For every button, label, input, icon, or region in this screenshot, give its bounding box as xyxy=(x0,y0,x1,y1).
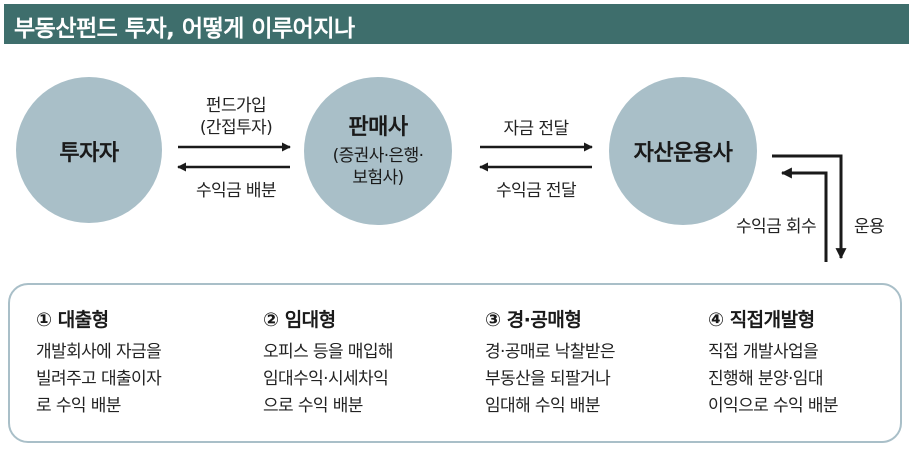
arrow-return-collect xyxy=(780,167,828,262)
flow-label-profit-transfer: 수익금 전달 xyxy=(495,181,577,201)
fund-type-description: 오피스 등을 매입해 임대수익·시세차익 으로 수익 배분 xyxy=(263,339,473,420)
fund-type-line: 개발회사에 자금을 xyxy=(36,342,162,362)
fund-type-auction: ③ 경·공매형 경·공매로 낙찰받은 부동산을 되팔거나 임대해 수익 배분 xyxy=(485,305,695,420)
fund-type-line: 으로 수익 배분 xyxy=(263,396,363,416)
fund-type-heading: ④ 직접개발형 xyxy=(708,309,815,331)
flow-label-fund-transfer: 자금 전달 xyxy=(503,119,570,139)
node-seller-sub-line-1: (증권사·은행· xyxy=(332,146,424,166)
fund-type-heading: ③ 경·공매형 xyxy=(485,309,582,331)
fund-type-line: 부동산을 되팔거나 xyxy=(485,369,611,389)
node-seller-label: 판매사 xyxy=(348,115,408,140)
flow-label-indirect: (간접투자) xyxy=(199,118,273,138)
fund-type-line: 임대수익·시세차익 xyxy=(263,369,389,389)
title-bar: 부동산펀드 투자, 어떻게 이루어지나 xyxy=(4,4,909,44)
fund-type-description: 경·공매로 낙찰받은 부동산을 되팔거나 임대해 수익 배분 xyxy=(485,339,695,420)
fund-type-line: 로 수익 배분 xyxy=(36,396,121,416)
fund-type-heading: ① 대출형 xyxy=(36,309,109,331)
fund-type-line: 직접 개발사업을 xyxy=(708,342,819,362)
fund-type-lease: ② 임대형 오피스 등을 매입해 임대수익·시세차익 으로 수익 배분 xyxy=(263,305,473,420)
flow-label-operate: 운용 xyxy=(854,217,885,237)
node-asset-manager: 자산운용사 xyxy=(609,77,757,225)
fund-type-loan: ① 대출형 개발회사에 자금을 빌려주고 대출이자 로 수익 배분 xyxy=(36,305,246,420)
fund-type-direct-development: ④ 직접개발형 직접 개발사업을 진행해 분양·임대 이익으로 수익 배분 xyxy=(708,305,915,420)
fund-type-line: 임대해 수익 배분 xyxy=(485,396,600,416)
arrow-operate xyxy=(772,154,847,260)
node-asset-manager-label: 자산운용사 xyxy=(633,141,733,166)
page-title: 부동산펀드 투자, 어떻게 이루어지나 xyxy=(14,16,355,42)
fund-type-heading: ② 임대형 xyxy=(263,309,336,331)
node-investor-label: 투자자 xyxy=(59,141,119,166)
flow-label-return-collect: 수익금 회수 xyxy=(735,217,817,237)
node-seller: 판매사 (증권사·은행· 보험사) xyxy=(304,77,452,225)
fund-types-box: ① 대출형 개발회사에 자금을 빌려주고 대출이자 로 수익 배분 ② 임대형 … xyxy=(8,283,902,443)
fund-type-line: 이익으로 수익 배분 xyxy=(708,396,839,416)
node-investor: 투자자 xyxy=(16,77,162,223)
flow-label-profit-distribution: 수익금 배분 xyxy=(195,181,277,201)
fund-type-line: 빌려주고 대출이자 xyxy=(36,369,162,389)
fund-type-description: 직접 개발사업을 진행해 분양·임대 이익으로 수익 배분 xyxy=(708,339,915,420)
fund-type-line: 경·공매로 낙찰받은 xyxy=(485,342,616,362)
flow-label-subscribe: 펀드가입 xyxy=(205,96,267,116)
fund-type-description: 개발회사에 자금을 빌려주고 대출이자 로 수익 배분 xyxy=(36,339,246,420)
fund-type-line: 진행해 분양·임대 xyxy=(708,369,823,389)
fund-type-line: 오피스 등을 매입해 xyxy=(263,342,394,362)
node-seller-sub-line-2: 보험사) xyxy=(352,168,404,188)
